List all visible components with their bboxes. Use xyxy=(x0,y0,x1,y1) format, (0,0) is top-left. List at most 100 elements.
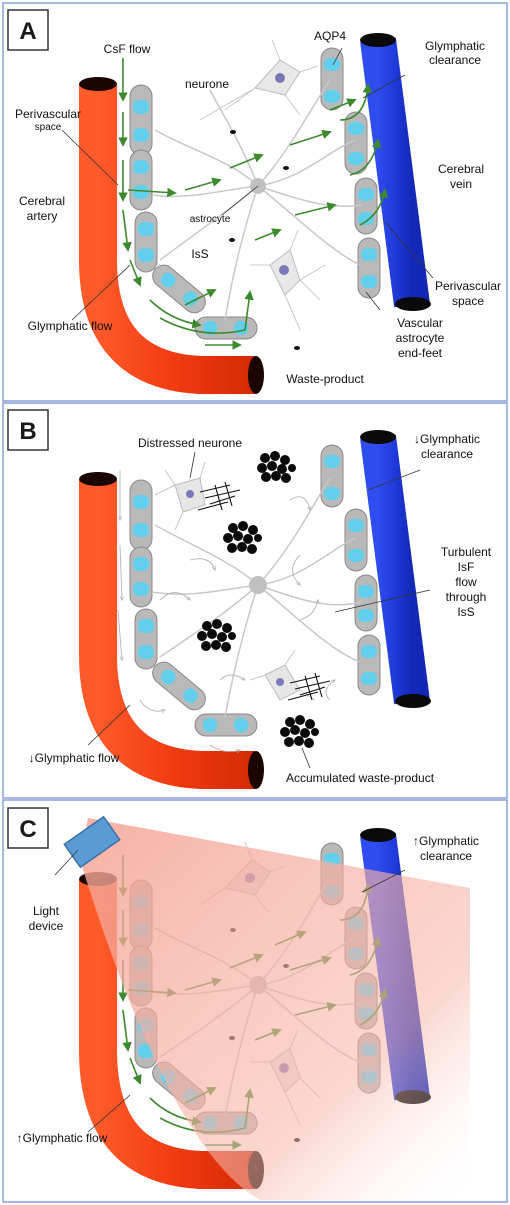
label-astrocyte: astrocyte xyxy=(190,214,231,225)
label-glymphatic-flow: ↑Glymphatic flow xyxy=(17,1131,108,1145)
aqp4-channel xyxy=(183,291,198,307)
vein-lumen-top xyxy=(360,828,396,842)
artery-lumen-top xyxy=(79,77,117,91)
neurone-top xyxy=(199,39,319,121)
label-clearance-1: ↑Glymphatic xyxy=(413,834,479,848)
neurofibrillary-tangles-bottom xyxy=(287,672,331,701)
label-cerebral-vein-1: Cerebral xyxy=(438,162,484,176)
cerebral-artery xyxy=(79,85,255,394)
label-turbulent-5: IsS xyxy=(457,605,474,619)
endfoot xyxy=(129,84,153,156)
vein-lumen-top xyxy=(360,430,396,444)
csf-flow-arrows xyxy=(118,58,389,350)
leader-lines xyxy=(87,451,431,769)
label-aqp4: AQP4 xyxy=(314,29,346,43)
aqp4-channel xyxy=(324,90,340,103)
aqp4-channel xyxy=(358,188,374,201)
astrocyte-processes xyxy=(151,477,363,718)
label-glymphatic-clearance-2: clearance xyxy=(429,53,481,67)
label-waste-product: Waste-product xyxy=(286,372,364,386)
label-clearance-2: clearance xyxy=(421,447,473,461)
panel-b-letter-box xyxy=(7,409,49,451)
artery-lumen-end xyxy=(248,751,264,789)
label-light-2: device xyxy=(29,919,64,933)
label-neurone: neurone xyxy=(185,77,229,91)
distressed-neurone-top xyxy=(154,461,206,531)
label-glymphatic-flow: ↓Glymphatic flow xyxy=(29,751,120,765)
label-perivascular-2: space xyxy=(35,122,62,133)
aqp4-channel xyxy=(358,212,374,225)
waste-dot xyxy=(230,130,236,134)
label-accumulated: Accumulated waste-product xyxy=(286,771,435,785)
waste-cluster-4 xyxy=(280,715,319,748)
label-glymphatic-flow: Glymphatic flow xyxy=(28,319,113,333)
label-csf-flow: CsF flow xyxy=(104,42,151,56)
vein-lumen-top xyxy=(360,33,396,47)
endfeet-right xyxy=(320,47,381,299)
leader-lines xyxy=(54,849,406,1133)
aqp4-channel xyxy=(348,122,364,135)
label-light-1: Light xyxy=(33,904,60,918)
label-cerebral-artery-1: Cerebral xyxy=(19,194,65,208)
artery-lumen-top xyxy=(79,472,117,486)
cerebral-vein xyxy=(360,434,430,705)
astrocyte-body xyxy=(249,576,267,594)
artery-lumen-end xyxy=(248,356,264,394)
label-turbulent-1: Turbulent xyxy=(441,545,492,559)
panel-b-letter: B xyxy=(19,418,36,445)
label-distressed-neurone: Distressed neurone xyxy=(138,436,242,450)
aqp4-channel xyxy=(324,58,340,71)
aqp4-channel xyxy=(138,248,154,262)
label-iss: IsS xyxy=(191,247,208,261)
aqp4-channel xyxy=(133,185,149,199)
label-perivascular-right-1: Perivascular xyxy=(435,279,501,293)
panel-b: B xyxy=(2,402,508,799)
label-perivascular-1: Perivascular xyxy=(15,107,81,121)
aqp4-channel xyxy=(361,275,377,288)
aqp4-channel xyxy=(138,222,154,236)
waste-cluster-3 xyxy=(197,619,236,652)
cerebral-artery xyxy=(79,880,255,1189)
label-glymphatic-clearance-1: Glymphatic xyxy=(425,39,485,53)
panel-b-frame xyxy=(2,402,508,799)
turbulent-flow-arrows xyxy=(117,470,335,752)
cerebral-artery xyxy=(79,480,255,789)
panel-c-letter: C xyxy=(19,816,36,843)
light-beam xyxy=(80,818,470,1200)
panel-c: C xyxy=(2,799,508,1203)
waste-dot xyxy=(283,166,289,170)
endfoot xyxy=(357,237,381,299)
label-vascular-1: Vascular xyxy=(397,316,443,330)
label-turbulent-2: IsF xyxy=(458,560,475,574)
label-vascular-3: end-feet xyxy=(398,346,443,360)
label-clearance-2: clearance xyxy=(420,849,472,863)
aqp4-channel xyxy=(133,100,149,114)
endfoot xyxy=(129,149,153,211)
leader-lines xyxy=(61,47,434,321)
panel-a-letter-box xyxy=(7,9,49,51)
panel-a: A xyxy=(2,2,508,402)
aqp4-channel xyxy=(133,160,149,174)
aqp4-channel xyxy=(348,152,364,165)
label-cerebral-vein-2: vein xyxy=(450,177,472,191)
endfoot xyxy=(134,211,158,273)
panel-a-letter: A xyxy=(19,18,36,45)
aqp4-channel xyxy=(160,272,176,288)
panel-c-letter-box xyxy=(7,807,49,849)
distressed-neurone-bottom xyxy=(249,649,316,701)
waste-cluster-1 xyxy=(257,451,296,483)
label-cerebral-artery-2: artery xyxy=(27,209,58,223)
neurone-bottom xyxy=(250,229,326,331)
vein-lumen-bottom xyxy=(395,297,431,311)
aqp4-channel xyxy=(361,248,377,261)
waste-dot xyxy=(294,346,300,350)
waste-cluster-2 xyxy=(223,521,262,554)
endfeet-right xyxy=(320,444,381,696)
aqp4-channel xyxy=(133,128,149,142)
waste-dot xyxy=(229,238,235,242)
label-turbulent-4: through xyxy=(446,590,487,604)
neurofibrillary-tangles-top xyxy=(197,481,241,511)
cerebral-vein xyxy=(360,37,430,308)
vein-lumen-bottom xyxy=(395,694,431,708)
